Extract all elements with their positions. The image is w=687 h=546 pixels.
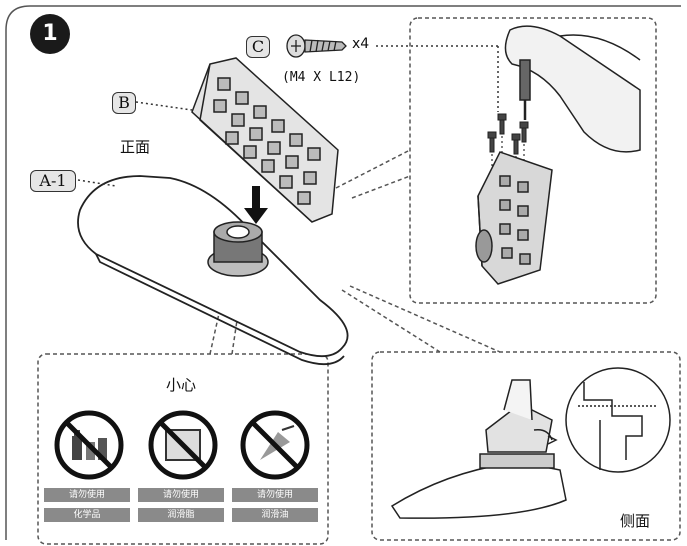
caution-item-1-line2: 化学品 [44, 508, 130, 522]
side-connector-lower [349, 285, 501, 353]
screw-count: x4 [352, 36, 370, 52]
caution-item-1-line1: 请勿使用 [44, 488, 130, 502]
side-view-stand [390, 379, 567, 519]
detail-connector-upper [335, 149, 411, 189]
step-badge: 1 [30, 14, 70, 54]
insert-arrow [244, 186, 268, 224]
no-oil-icon [240, 410, 310, 480]
detail-bracket [475, 151, 553, 285]
hand-screwdriver [504, 25, 641, 153]
caution-item-3-line1: 请勿使用 [232, 488, 318, 502]
b-leader [135, 101, 193, 111]
page-frame [5, 5, 681, 540]
caution-title: 小心 [166, 376, 197, 394]
side-view-zoom [565, 367, 671, 473]
a1-leader [77, 179, 117, 187]
part-c-tag: C [246, 36, 270, 58]
detail-connector-lower [351, 175, 411, 199]
part-b-tag: B [112, 92, 136, 114]
screw-spec: (M4 X L12) [282, 70, 361, 85]
no-lubricant-icon [148, 410, 218, 480]
screw-detail-frame [409, 17, 657, 304]
neck-hub [207, 221, 269, 277]
detail-screws [487, 113, 529, 155]
screw-icon [286, 34, 347, 58]
caution-connector-left [209, 299, 223, 355]
no-chemicals-icon [54, 410, 124, 480]
caution-item-2-line1: 请勿使用 [138, 488, 224, 502]
stand-neck-bracket [191, 57, 339, 223]
front-view-label: 正面 [120, 138, 151, 156]
side-connector-upper [341, 289, 441, 353]
caution-frame [37, 353, 329, 545]
caution-item-2-line2: 润滑脂 [138, 508, 224, 522]
side-view-label: 侧面 [620, 512, 651, 530]
caution-item-3-line2: 润滑油 [232, 508, 318, 522]
part-a1-tag: A-1 [30, 170, 76, 192]
